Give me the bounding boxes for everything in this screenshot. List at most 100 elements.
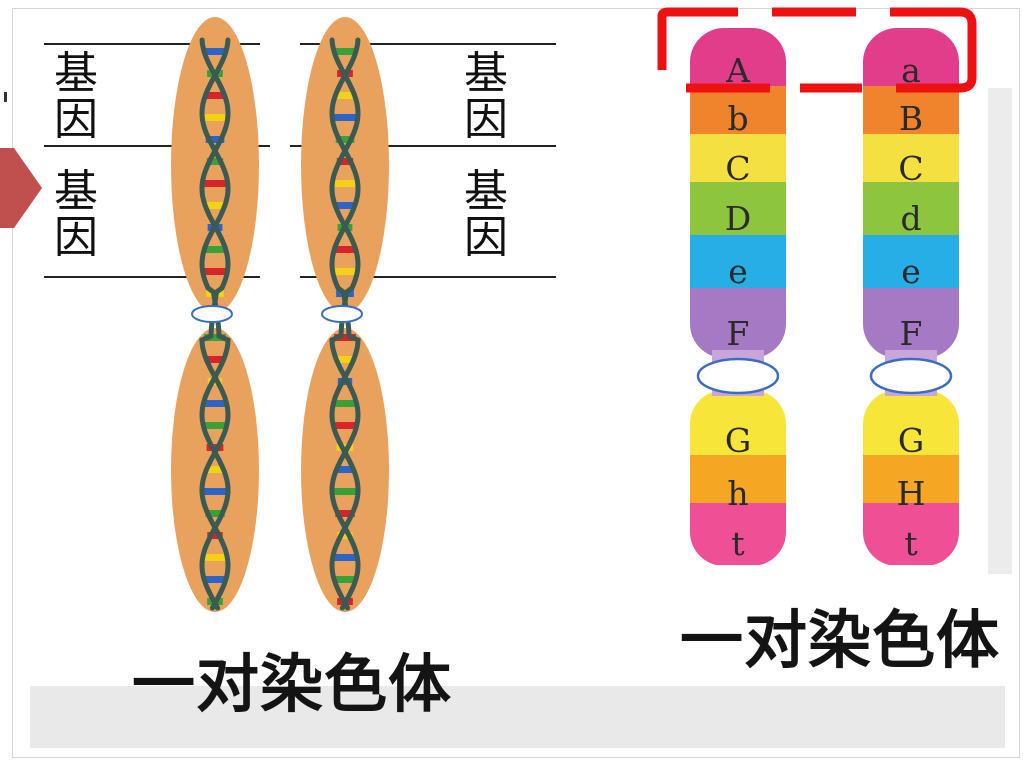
dna-rung xyxy=(334,400,356,407)
centromere xyxy=(696,357,780,395)
band-letter: b xyxy=(727,99,748,138)
dna-rung xyxy=(204,400,226,407)
chromosome-band xyxy=(690,288,786,356)
dna-rung xyxy=(204,268,226,275)
band-letter: F xyxy=(727,314,750,353)
band-letter: h xyxy=(727,474,748,513)
chromosome-band xyxy=(863,86,959,134)
dna-rung xyxy=(204,114,226,121)
dna-rung xyxy=(334,202,356,209)
gene-label: 因 xyxy=(464,212,508,263)
highlight-dashed-box xyxy=(657,7,977,93)
band-letter: G xyxy=(898,421,924,460)
dna-rung xyxy=(205,92,225,99)
chromosome-band xyxy=(863,28,959,86)
dna-rung xyxy=(334,268,356,275)
dna-rung xyxy=(334,48,356,55)
gene-label: 因 xyxy=(54,94,98,145)
dna-rung xyxy=(205,466,225,473)
bottom-gray-band xyxy=(30,686,1005,748)
band-letter: D xyxy=(725,199,751,238)
dna-rung xyxy=(335,510,355,517)
dna-rung xyxy=(205,510,225,517)
band-letter: a xyxy=(901,51,921,90)
dna-rung xyxy=(204,576,226,583)
band-letter: C xyxy=(898,149,923,188)
right-caption: 一对染色体 xyxy=(680,604,1000,677)
chromosome-band xyxy=(690,28,786,86)
dna-rung xyxy=(334,356,356,363)
gene-label: 因 xyxy=(464,94,508,145)
band-letter: t xyxy=(731,524,744,563)
centromere xyxy=(321,305,363,323)
dna-rung xyxy=(204,422,226,429)
dna-strand xyxy=(329,37,361,611)
chromosome-band xyxy=(863,288,959,356)
right-gray-band xyxy=(988,88,1012,574)
dna-chromatid xyxy=(171,17,259,612)
dna-rung xyxy=(207,532,223,539)
chromosome-band xyxy=(690,503,786,565)
dna-rung xyxy=(335,466,355,473)
chromosome-band xyxy=(690,392,786,455)
dna-rung xyxy=(204,554,226,561)
dna-chromosome-pair xyxy=(171,17,389,612)
dna-rung xyxy=(204,202,226,209)
dna-rung xyxy=(204,48,226,55)
dna-strand xyxy=(199,37,231,611)
chromosome-band xyxy=(863,503,959,565)
chromosome-band xyxy=(863,455,959,503)
left-caption: 一对染色体 xyxy=(132,648,452,721)
chromosome-bands xyxy=(690,28,786,565)
dna-rung xyxy=(334,422,356,429)
gene-label: 因 xyxy=(54,212,98,263)
dna-rung xyxy=(206,158,224,165)
dna-rung xyxy=(335,246,355,253)
gene-label: 基 xyxy=(464,166,508,217)
band-letter: C xyxy=(725,149,750,188)
gene-label: 基 xyxy=(464,48,508,99)
chromosome-band xyxy=(863,392,959,455)
highlight-segment xyxy=(890,7,977,93)
chromosome-band xyxy=(690,455,786,503)
edge-mark xyxy=(4,92,7,102)
gene-label: 基 xyxy=(54,48,98,99)
chromosome-band xyxy=(863,134,959,182)
dna-rung xyxy=(334,576,356,583)
dna-rung xyxy=(334,554,356,561)
dna-rung xyxy=(205,246,225,253)
dna-strand xyxy=(199,37,231,611)
chromosome-band xyxy=(690,182,786,235)
band-letter: F xyxy=(900,314,923,353)
centromere xyxy=(869,357,953,395)
dna-rung xyxy=(334,488,356,495)
dna-chromatid xyxy=(301,17,389,612)
dna-rung xyxy=(335,92,355,99)
chromosome-band xyxy=(863,235,959,288)
chromosome-band xyxy=(690,86,786,134)
dna-rung xyxy=(337,532,353,539)
band-letter: G xyxy=(725,421,751,460)
band-letter: e xyxy=(901,252,921,291)
band-letter: e xyxy=(728,252,748,291)
chromosome-band xyxy=(690,235,786,288)
dna-rung xyxy=(334,334,356,341)
highlight-segment xyxy=(657,7,738,70)
centromere xyxy=(191,305,233,323)
chromosome-band xyxy=(690,134,786,182)
band-letter: t xyxy=(904,524,917,563)
dna-rung xyxy=(204,334,226,341)
band-letter: H xyxy=(897,474,926,513)
arrow-shape xyxy=(0,148,42,228)
dna-strand xyxy=(329,37,361,611)
chromosome-band xyxy=(863,182,959,235)
dna-rung xyxy=(334,180,356,187)
band-letter: B xyxy=(899,99,923,138)
dna-rung xyxy=(204,180,226,187)
band-letter: d xyxy=(900,199,921,238)
dna-rung xyxy=(205,136,225,143)
dna-rung xyxy=(204,356,226,363)
